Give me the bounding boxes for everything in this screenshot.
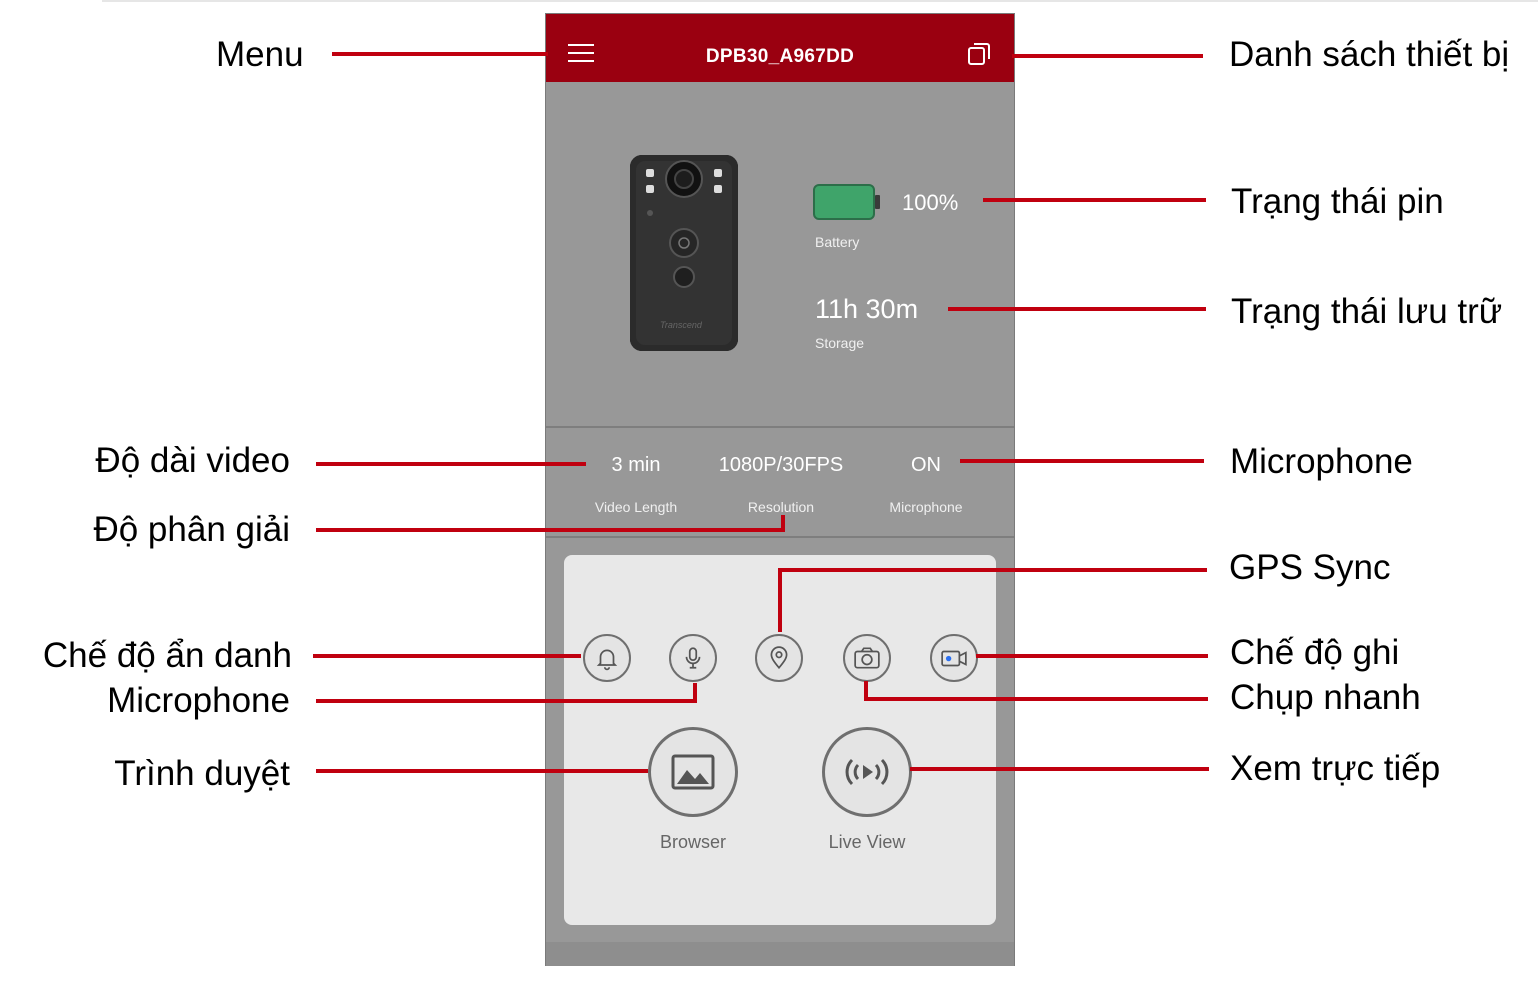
leader-record-mode	[976, 654, 1208, 658]
microphone-icon	[685, 647, 701, 669]
battery-icon	[813, 184, 880, 220]
location-pin-icon	[770, 646, 788, 670]
leader-menu	[332, 52, 548, 56]
resolution-value: 1080P/30FPS	[718, 454, 844, 476]
storage-value: 11h 30m	[815, 294, 919, 324]
record-mode-button[interactable]	[930, 634, 978, 682]
video-record-icon	[941, 650, 967, 667]
device-title: DPB30_A967DD	[705, 46, 855, 67]
leader-battery	[983, 198, 1206, 202]
video-length-value: 3 min	[611, 454, 661, 476]
leader-gps-sync	[778, 568, 1207, 572]
gps-sync-button[interactable]	[755, 634, 803, 682]
camera-icon	[854, 647, 880, 669]
microphone-toggle-button[interactable]	[669, 634, 717, 682]
leader-device-list	[1012, 54, 1203, 58]
battery-label: Battery	[815, 234, 860, 250]
leader-live-view	[910, 767, 1209, 771]
live-view-button[interactable]	[822, 727, 912, 817]
leader-snapshot	[864, 697, 1208, 701]
browser-label: Browser	[659, 832, 726, 852]
body-camera-image: Transcend	[630, 155, 738, 351]
label-device-list: Danh sách thiết bị	[1229, 35, 1510, 74]
label-microphone-stat: Microphone	[1230, 442, 1413, 481]
divider-top	[546, 426, 1014, 428]
snapshot-button[interactable]	[843, 634, 891, 682]
leader-resolution-vertical	[781, 515, 785, 532]
phone-screen: DPB30_A967DD Transcend 100% Battery 11h …	[545, 13, 1015, 966]
leader-microphone-toggle	[316, 699, 697, 703]
leader-snapshot-vertical	[864, 681, 868, 701]
image-icon	[671, 754, 715, 790]
label-snapshot: Chụp nhanh	[1230, 678, 1421, 717]
live-view-label: Live View	[828, 832, 906, 852]
microphone-label: Microphone	[889, 499, 963, 515]
storage-label: Storage	[815, 335, 865, 351]
label-record-mode: Chế độ ghi	[1230, 633, 1400, 672]
label-resolution: Độ phân giải	[93, 510, 290, 549]
leader-microphone-stat	[960, 459, 1204, 463]
resolution-label: Resolution	[747, 499, 815, 515]
leader-microphone-toggle-vertical	[693, 683, 697, 703]
label-storage-status: Trạng thái lưu trữ	[1231, 292, 1503, 331]
device-list-icon[interactable]	[967, 42, 991, 66]
stealth-mode-button[interactable]	[583, 634, 631, 682]
video-length-label: Video Length	[594, 499, 678, 515]
battery-percentage: 100%	[902, 190, 959, 215]
label-browser: Trình duyệt	[114, 754, 290, 793]
leader-storage	[948, 307, 1206, 311]
menu-icon[interactable]	[568, 44, 594, 64]
leader-browser	[316, 769, 648, 773]
microphone-value: ON	[911, 454, 941, 476]
label-menu: Menu	[216, 35, 304, 74]
bell-icon	[596, 649, 618, 671]
camera-brand-text: Transcend	[660, 320, 703, 330]
label-gps-sync: GPS Sync	[1229, 548, 1391, 587]
label-video-length: Độ dài video	[95, 441, 290, 480]
browser-button[interactable]	[648, 727, 738, 817]
leader-gps-sync-vertical	[778, 568, 782, 632]
leader-stealth-mode	[313, 654, 581, 658]
divider-bottom	[546, 536, 1014, 538]
label-live-view: Xem trực tiếp	[1230, 749, 1441, 788]
leader-resolution	[316, 528, 785, 532]
app-header: DPB30_A967DD	[546, 14, 1014, 82]
label-battery-status: Trạng thái pin	[1231, 182, 1444, 221]
leader-video-length	[316, 462, 586, 466]
label-stealth-mode: Chế độ ẩn danh	[42, 636, 292, 675]
bottom-bar	[546, 942, 1014, 966]
label-microphone-toggle: Microphone	[107, 681, 290, 720]
broadcast-play-icon	[845, 758, 889, 786]
top-divider	[102, 0, 1538, 2]
